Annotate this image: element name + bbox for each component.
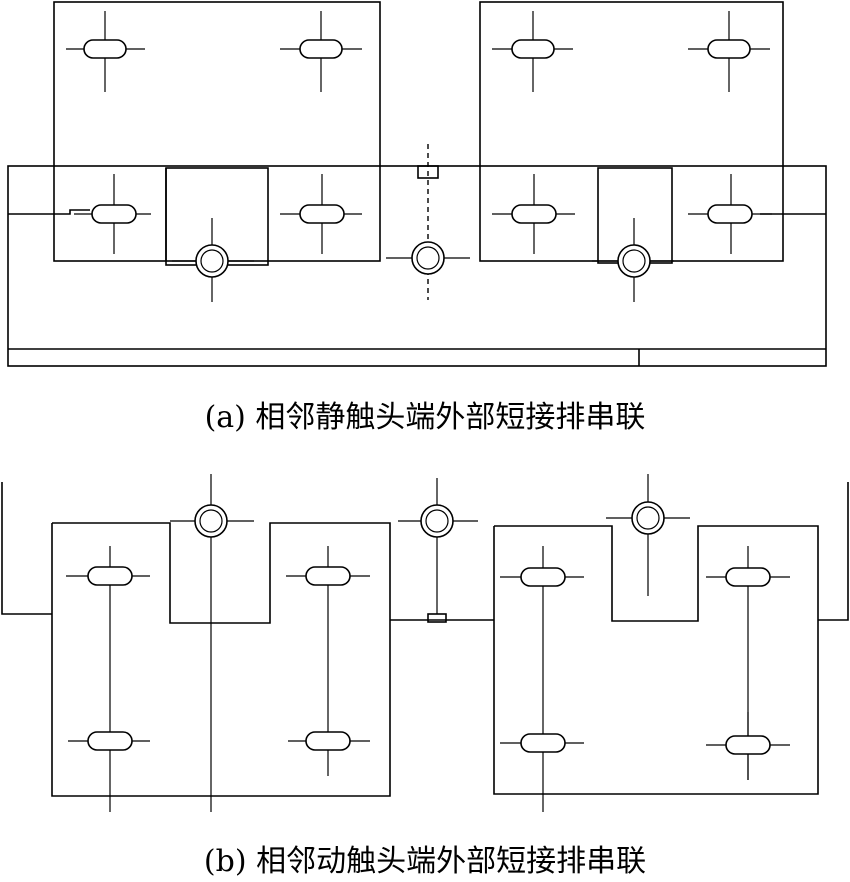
bolt-hole [606,474,690,596]
slot-hole [688,11,770,92]
slot-hole [492,11,573,92]
slot-hole [66,11,145,92]
moving-contact-plate-left [51,522,391,797]
slot-hole [280,174,362,254]
short-bar-stub [417,165,439,179]
base-plate [7,165,827,367]
slot-hole [280,11,362,92]
bolt-hole [592,218,674,302]
moving-contact-plate-right [493,525,819,795]
lead-wire-left [8,209,90,215]
caption-b: (b) 相邻动触头端外部短接排串联 [203,844,647,879]
slot-hole [706,546,790,780]
slot-hole [66,546,150,812]
diagram-a [7,1,827,367]
lead-wire-right [818,482,849,621]
bolt-hole [386,144,470,300]
caption-a: (a) 相邻静触头端外部短接排串联 [204,400,646,435]
slot-hole [74,174,151,254]
bolt-hole [170,474,254,812]
slot-hole [706,712,790,780]
lead-wire-left [1,482,52,615]
slot-hole [500,733,584,753]
slot-hole [492,174,575,254]
bolt-hole [172,218,254,302]
slot-hole [68,731,150,751]
slot-hole [288,731,370,751]
diagram-b [1,474,849,812]
bolt-hole [398,478,478,614]
slot-hole [500,546,584,812]
slot-hole [688,174,772,254]
